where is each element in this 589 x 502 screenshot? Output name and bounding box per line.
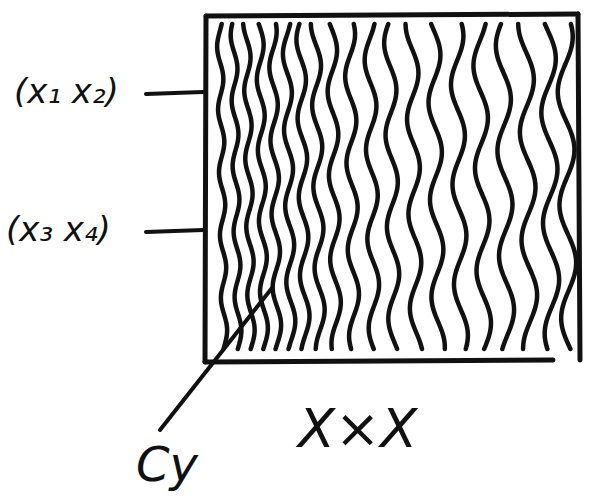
- tick-line: [146, 230, 203, 232]
- wavy-curve: [496, 24, 514, 349]
- wavy-curve: [328, 24, 341, 349]
- fibre-curves: [217, 24, 576, 349]
- wavy-curve: [283, 24, 295, 349]
- point-label: (x₁ x₂): [14, 74, 119, 108]
- wavy-curve: [451, 24, 468, 349]
- point-label: (x₃ x₄): [6, 212, 111, 246]
- wavy-curve: [473, 24, 491, 349]
- wavy-curve: [429, 24, 445, 349]
- wavy-curve: [365, 24, 379, 349]
- wavy-curve: [518, 24, 537, 349]
- wavy-curve: [345, 24, 359, 349]
- wavy-curve: [217, 24, 227, 349]
- wavy-curve: [311, 24, 325, 349]
- square-right: [578, 14, 580, 360]
- leader-line: [160, 288, 272, 430]
- wavy-curve: [558, 24, 576, 349]
- wavy-curve: [231, 24, 242, 349]
- wavy-curve: [406, 24, 422, 349]
- wavy-curve: [541, 24, 559, 349]
- wavy-curve: [296, 24, 309, 349]
- space-label: X×X: [298, 402, 417, 456]
- square-outline: [205, 14, 580, 362]
- curve-label: Cy: [136, 440, 198, 488]
- square-left: [205, 16, 206, 362]
- tick-line: [146, 92, 203, 94]
- wavy-curve: [269, 24, 281, 349]
- wavy-curve: [243, 24, 254, 349]
- square-bottom: [205, 360, 553, 362]
- square-top: [206, 14, 578, 16]
- wavy-curve: [384, 24, 399, 349]
